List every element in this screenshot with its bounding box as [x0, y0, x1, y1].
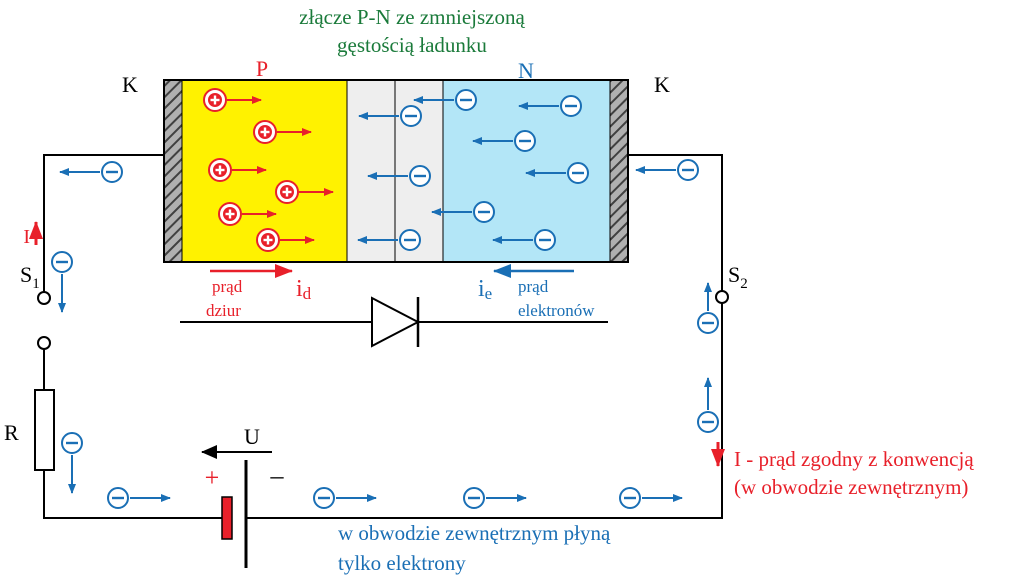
minus-circle-icon: [518, 95, 582, 117]
battery-plus-sign: +: [205, 463, 220, 492]
holes-group: [203, 88, 334, 252]
title-line-2: gęstością ładunku: [337, 33, 487, 57]
minus-circle-icon: [51, 251, 73, 313]
minus-circle-icon: [358, 105, 422, 127]
electrons-only-note-line-1: w obwodzie zewnętrznym płyną: [338, 521, 611, 545]
minus-circle-icon: [313, 487, 377, 509]
plus-circle-icon: [218, 202, 277, 226]
minus-circle-icon: [697, 377, 719, 433]
hole-current-label-line-1: prąd: [212, 277, 243, 296]
switch-s1-label: S1: [20, 262, 40, 292]
voltage-label: U: [244, 424, 260, 449]
switch-s1: [37, 291, 51, 350]
switch-s2-label: S2: [728, 262, 748, 292]
hole-current-label-line-2: dziur: [206, 301, 241, 320]
contact-left: [164, 80, 182, 262]
minus-circle-icon: [357, 229, 421, 251]
minus-circle-icon: [619, 487, 683, 509]
minus-circle-icon: [463, 487, 527, 509]
electron-current-label-line-1: prąd: [518, 277, 549, 296]
current-label: I: [23, 226, 30, 248]
diode-symbol-icon: [180, 296, 608, 348]
contact-left-label: K: [122, 72, 138, 97]
minus-circle-icon: [697, 282, 719, 334]
switch-s2: [715, 290, 729, 304]
minus-circle-icon: [367, 165, 431, 187]
depletion-region-p-side: [347, 80, 395, 262]
resistor-symbol-icon: [34, 389, 55, 471]
resistor-label: R: [4, 420, 19, 445]
minus-circle-icon: [635, 159, 699, 181]
electron-current-label-line-2: elektronów: [518, 301, 595, 320]
conventional-current-label-line-1: I - prąd zgodny z konwencją: [734, 447, 974, 471]
minus-circle-icon: [472, 130, 536, 152]
plus-circle-icon: [256, 228, 315, 252]
hole-current-symbol: id: [296, 276, 312, 303]
conventional-current-label-line-2: (w obwodzie zewnętrznym): [734, 475, 968, 499]
electrons-only-note-line-2: tylko elektrony: [338, 551, 466, 575]
minus-circle-icon: [413, 89, 477, 111]
electrons-group: [51, 89, 719, 509]
minus-circle-icon: [492, 229, 556, 251]
contact-right-label: K: [654, 72, 670, 97]
battery-symbol-icon: [221, 460, 248, 568]
minus-circle-icon: [107, 487, 171, 509]
battery-minus-sign: –: [270, 461, 285, 490]
minus-circle-icon: [431, 201, 495, 223]
p-region-label: P: [256, 56, 268, 81]
minus-circle-icon: [59, 161, 123, 183]
semiconductor-block: [163, 79, 629, 263]
plus-circle-icon: [275, 180, 334, 204]
n-region-label: N: [518, 58, 534, 83]
minus-circle-icon: [61, 432, 83, 494]
title-line-1: złącze P-N ze zmniejszoną: [299, 5, 525, 29]
minus-circle-icon: [525, 162, 589, 184]
circuit-wires: [43, 154, 723, 519]
plus-circle-icon: [203, 88, 262, 112]
plus-circle-icon: [253, 120, 312, 144]
plus-circle-icon: [208, 158, 267, 182]
contact-right: [610, 80, 628, 262]
electron-current-symbol: ie: [478, 276, 492, 303]
